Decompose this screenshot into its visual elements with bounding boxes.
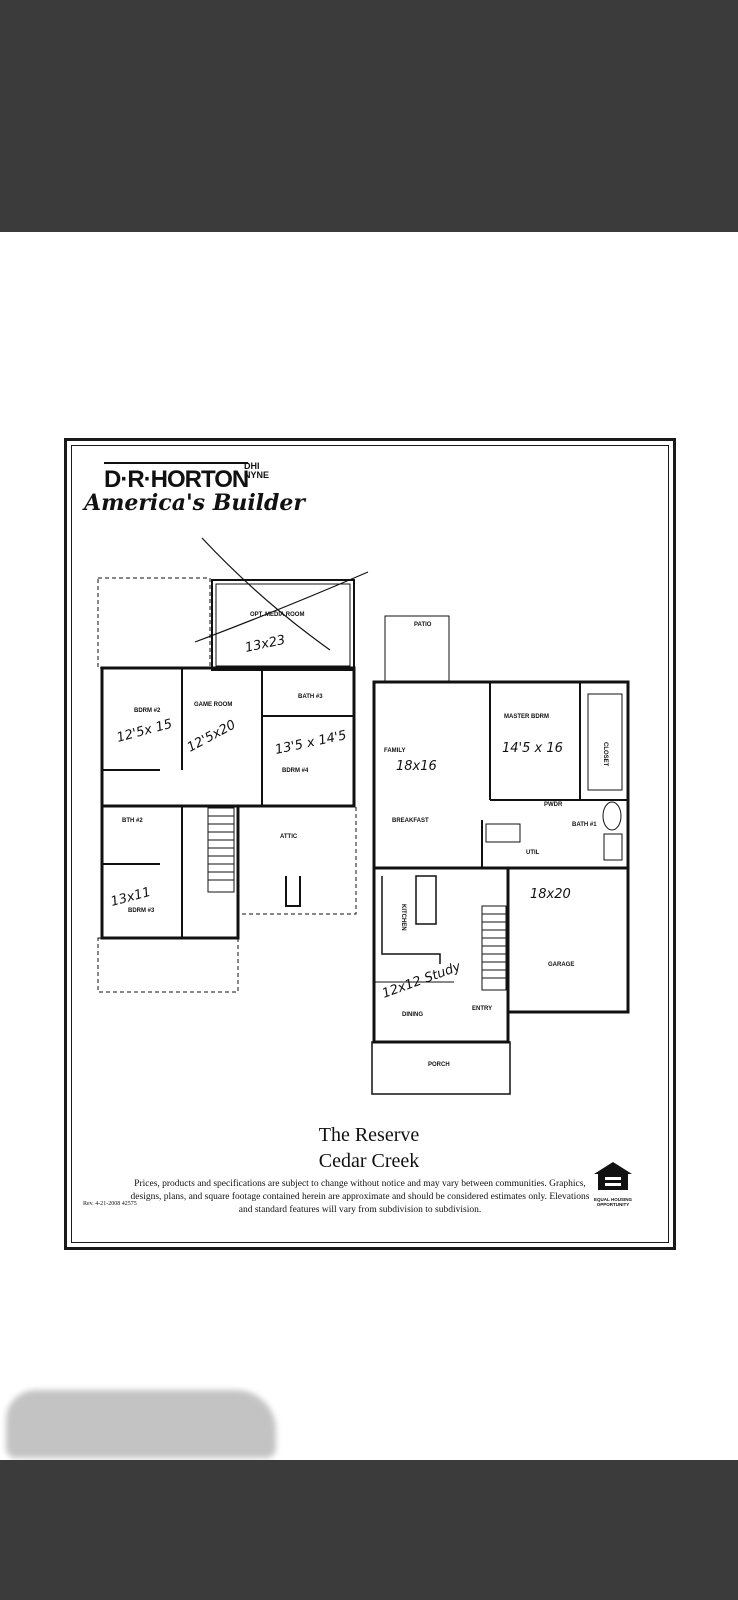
room-label-breakfast: BREAKFAST: [392, 818, 429, 824]
plan-title: The Reserve: [318, 1124, 420, 1146]
hand-dim-media: 13x23: [244, 633, 287, 656]
room-label-bdrm3: BDRM #3: [128, 908, 155, 914]
room-label-bath2: BTH #2: [122, 818, 143, 824]
room-label-util: UTIL: [526, 850, 540, 856]
top-dark-bar: [0, 0, 738, 232]
room-label-kitchen: KITCHEN: [400, 904, 406, 931]
room-label-garage: GARAGE: [548, 962, 574, 968]
brand-logo: D·R·HORTON: [104, 462, 249, 494]
document-page: [0, 232, 738, 1460]
room-label-master: MASTER BDRM: [504, 714, 549, 720]
blurred-region: [6, 1390, 276, 1458]
room-label-dining: DINING: [402, 1012, 423, 1018]
hand-dim-master: 14'5 x 16: [502, 741, 563, 756]
house-icon: [594, 1162, 632, 1190]
room-label-bdrm4: BDRM #4: [282, 768, 309, 774]
room-label-game: GAME ROOM: [194, 702, 232, 708]
hand-dim-garage: 18x20: [530, 887, 571, 902]
room-label-media: OPT. MEDIA ROOM: [250, 612, 304, 618]
room-label-attic: ATTIC: [280, 834, 298, 840]
room-label-family: FAMILY: [384, 748, 405, 754]
room-label-bdrm2: BDRM #2: [134, 708, 161, 714]
disclaimer-text: Prices, products and specifications are …: [130, 1179, 590, 1215]
room-label-closet: CLOSET: [602, 742, 608, 767]
room-label-patio: PATIO: [414, 622, 432, 628]
room-label-porch: PORCH: [428, 1062, 450, 1068]
room-label-pwdr: PWDR: [544, 802, 563, 808]
floorplan-sheet: [64, 438, 676, 1250]
hand-dim-dining: 12x12 Study: [380, 959, 463, 1001]
brand-sub-logo: DHI NYNE: [244, 461, 270, 480]
bottom-dark-bar: [0, 1460, 738, 1600]
hand-dim-family: 18x16: [396, 759, 437, 774]
equal-housing-label: EQUAL HOUSING OPPORTUNITY: [594, 1197, 632, 1207]
hand-dim-bdrm4: 13'5 x 14'5: [274, 728, 348, 758]
revision-text: Rev. 4-21-2008 42575: [83, 1201, 137, 1207]
hand-dim-game: 12'5x20: [185, 718, 239, 756]
plan-community: Cedar Creek: [318, 1150, 420, 1172]
hand-dim-bdrm2: 12'5x 15: [115, 717, 174, 746]
brand-tagline: America's Builder: [84, 490, 305, 516]
room-label-bath3: BATH #3: [298, 694, 323, 700]
hand-dim-bdrm3: 13x11: [109, 885, 152, 910]
room-label-entry: ENTRY: [472, 1006, 492, 1012]
equal-housing-logo: EQUAL HOUSING OPPORTUNITY: [590, 1160, 636, 1207]
room-label-bath1: BATH #1: [572, 822, 597, 828]
